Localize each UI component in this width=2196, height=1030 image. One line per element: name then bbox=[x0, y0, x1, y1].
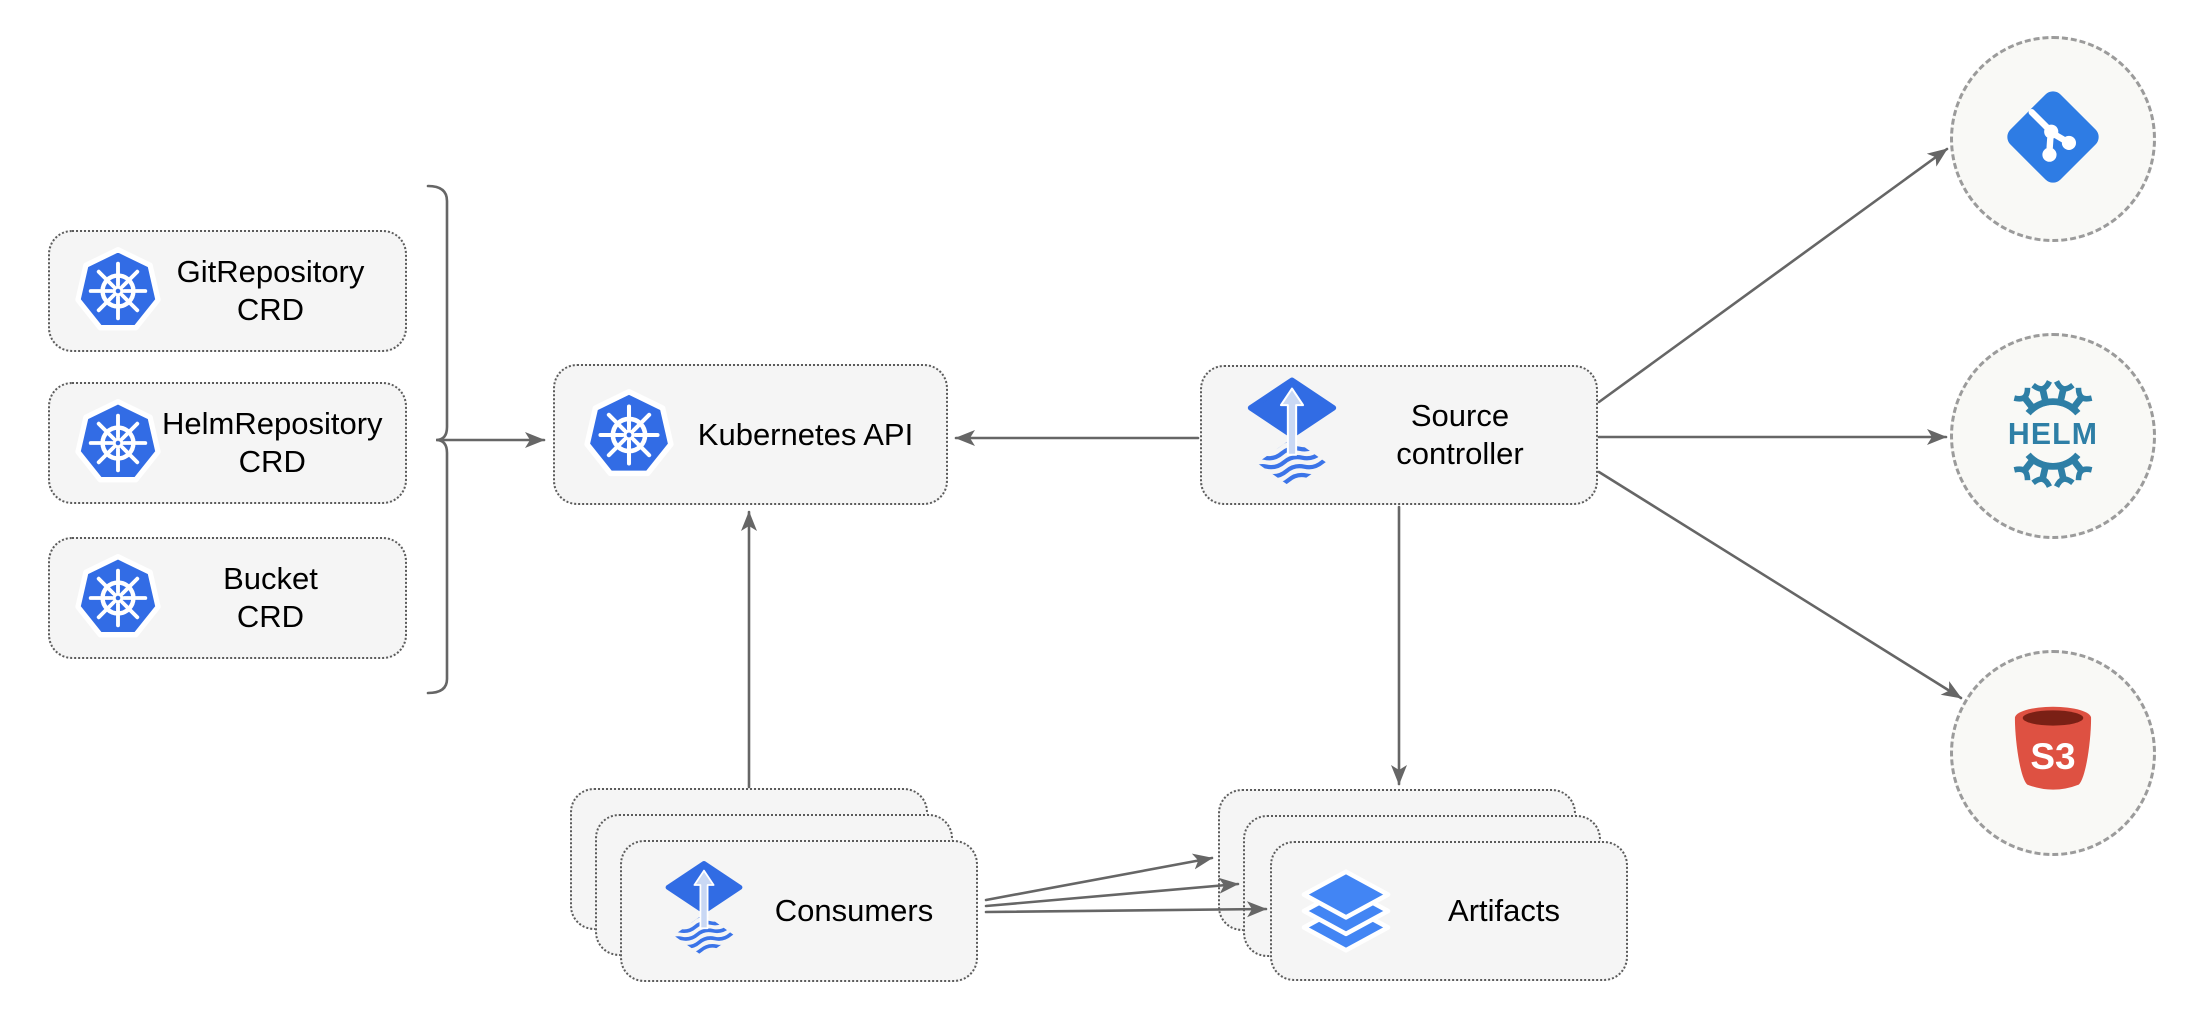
bucket-crd-line2: CRD bbox=[236, 599, 305, 634]
gitrepository-crd-line1: GitRepository bbox=[176, 254, 365, 289]
s3-source-circle: S3 bbox=[1950, 650, 2156, 856]
artifacts-box: Artifacts bbox=[1270, 841, 1628, 981]
helmrepository-crd-line2: CRD bbox=[238, 444, 306, 479]
flux-icon bbox=[1246, 377, 1338, 493]
kubernetes-icon bbox=[74, 554, 162, 642]
kubernetes-icon bbox=[583, 389, 675, 481]
kubernetes-icon bbox=[74, 247, 162, 335]
bucket-crd-line1: Bucket bbox=[223, 561, 318, 596]
bucket-crd-box: Bucket CRD bbox=[48, 537, 407, 659]
gitrepository-crd-line2: CRD bbox=[236, 292, 305, 327]
source-controller-label: Source controller bbox=[1338, 397, 1582, 473]
kubernetes-icon bbox=[74, 399, 162, 487]
s3-icon-text: S3 bbox=[2030, 735, 2075, 776]
source-controller-line1: Source bbox=[1410, 398, 1510, 433]
kubernetes-api-box: Kubernetes API bbox=[553, 364, 948, 505]
s3-bucket-icon: S3 bbox=[1997, 695, 2109, 812]
git-icon bbox=[1994, 78, 2112, 201]
helmrepository-crd-box: HelmRepository CRD bbox=[48, 382, 407, 504]
layers-icon bbox=[1298, 869, 1394, 953]
arrow-source-controller-to-s3 bbox=[1597, 470, 1963, 700]
crd-group-bracket bbox=[426, 184, 449, 695]
source-controller-box: Source controller bbox=[1200, 365, 1598, 505]
arrow-consumers-to-artifacts-middle bbox=[984, 877, 1240, 908]
helm-source-circle: HELM bbox=[1950, 333, 2156, 539]
helm-icon: HELM bbox=[1997, 378, 2109, 495]
consumers-label: Consumers bbox=[774, 893, 934, 928]
helm-icon-text: HELM bbox=[2008, 418, 2098, 451]
gitrepository-crd-label: GitRepository CRD bbox=[162, 253, 379, 329]
consumers-box: Consumers bbox=[620, 840, 978, 982]
flux-icon bbox=[664, 860, 744, 962]
arrow-consumers-to-artifacts-back bbox=[984, 853, 1214, 902]
bucket-crd-label: Bucket CRD bbox=[162, 560, 379, 636]
helmrepository-crd-label: HelmRepository CRD bbox=[162, 405, 383, 481]
kubernetes-api-label: Kubernetes API bbox=[697, 416, 914, 452]
arrow-source-controller-to-git bbox=[1597, 147, 1949, 404]
artifacts-label: Artifacts bbox=[1448, 893, 1560, 928]
source-controller-line2: controller bbox=[1396, 436, 1524, 471]
gitrepository-crd-box: GitRepository CRD bbox=[48, 230, 407, 352]
git-source-circle bbox=[1950, 36, 2156, 242]
helmrepository-crd-line1: HelmRepository bbox=[162, 406, 383, 441]
